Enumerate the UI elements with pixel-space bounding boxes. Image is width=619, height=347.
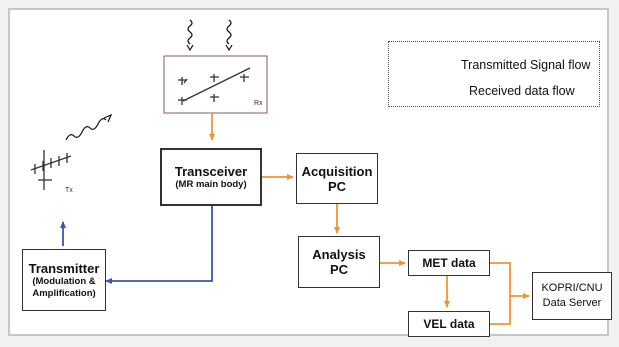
transmitter-sub2: Amplification)	[32, 287, 96, 299]
legend-received-label: Received data flow	[469, 84, 575, 98]
transmitter-title: Transmitter	[28, 260, 100, 276]
arrow-vel-to-server	[490, 296, 511, 325]
rx-label: Rx	[254, 100, 263, 107]
met-data-label: MET data	[422, 255, 476, 270]
analysis-pc-box: Analysis PC	[298, 236, 380, 288]
rx-antenna-array-icon	[178, 67, 251, 105]
server-line2: Data Server	[542, 297, 602, 309]
legend-transmitted-label: Transmitted Signal flow	[461, 58, 591, 72]
met-data-box: MET data	[408, 250, 490, 276]
analysis-line1: Analysis	[312, 247, 366, 262]
legend: Transmitted Signal flow Received data fl…	[388, 41, 600, 107]
vel-data-label: VEL data	[423, 316, 475, 331]
transmitter-sub1: (Modulation &	[32, 275, 96, 287]
arrow-met-to-server	[490, 262, 530, 299]
vel-data-box: VEL data	[408, 311, 490, 337]
wavy-signal-arrow-icon	[65, 113, 113, 141]
acquisition-line2: PC	[327, 178, 347, 194]
server-line1: KOPRI/CNU	[541, 282, 603, 294]
acquisition-pc-box: Acquisition PC	[296, 153, 378, 204]
analysis-line2: PC	[329, 262, 349, 277]
transceiver-subtitle: (MR main body)	[175, 178, 247, 190]
acquisition-line1: Acquisition	[301, 163, 373, 179]
data-server-box: KOPRI/CNU Data Server	[532, 272, 612, 320]
arrow-transceiver-to-transmitter	[105, 206, 213, 284]
incoming-signal-icon	[186, 19, 233, 52]
tx-yagi-antenna-icon	[30, 150, 72, 190]
transceiver-box: Transceiver (MR main body)	[160, 148, 262, 206]
tx-label: Tx	[65, 187, 73, 194]
transceiver-title: Transceiver	[174, 163, 248, 179]
transmitter-box: Transmitter (Modulation & Amplification)	[22, 249, 106, 311]
